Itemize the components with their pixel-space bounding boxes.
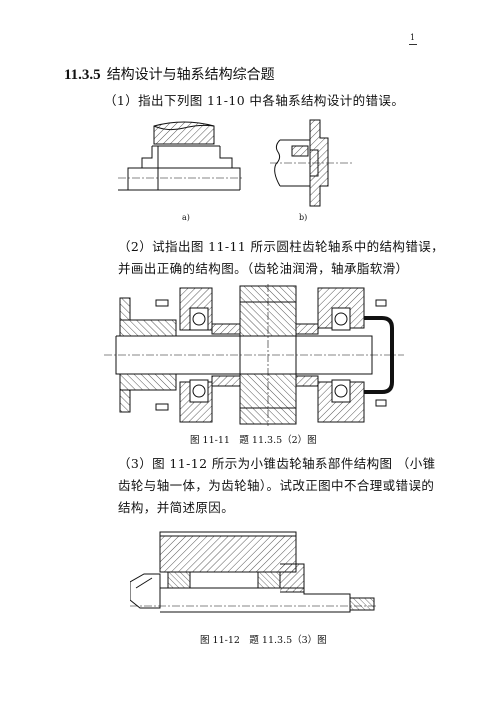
section-heading: 11.3.5 结构设计与轴系结构综合题 [64, 64, 275, 84]
figure-11-10a-label: a) [182, 213, 190, 222]
section-title: 结构设计与轴系结构综合题 [106, 67, 275, 83]
section-number: 11.3.5 [64, 67, 101, 83]
figure-11-12-caption: 图 11-12 题 11.3.5（3）图 [200, 635, 327, 646]
question-1-text: （1）指出下列图 11-10 中各轴系结构设计的错误。 [104, 93, 405, 108]
figure-11-11-caption: 图 11-11 题 11.3.5（2）图 [190, 435, 317, 446]
page-number-underline [409, 44, 417, 45]
question-3-text-line1: （3）图 11-12 所示为小锥齿轮轴系部件结构图 （小锥 [118, 456, 436, 471]
question-2-text-line2: 并画出正确的结构图。（齿轮油润滑，轴承脂软滑） [118, 261, 409, 276]
figure-11-10a [118, 121, 242, 191]
question-3-text-line2: 齿轮与轴一体，为齿轮轴）。试改正图中不合理或错误的 [118, 478, 435, 493]
page-number: 1 [410, 33, 416, 42]
figure-11-12 [130, 531, 378, 613]
figure-11-10b [270, 119, 352, 207]
question-2-text-line1: （2）试指出图 11-11 所示圆柱齿轮轴系中的结构错误， [118, 239, 445, 254]
question-3-text-line3: 结构，并简述原因。 [118, 500, 235, 515]
figure-11-11 [104, 284, 404, 426]
figure-11-10b-label: b) [299, 213, 308, 222]
